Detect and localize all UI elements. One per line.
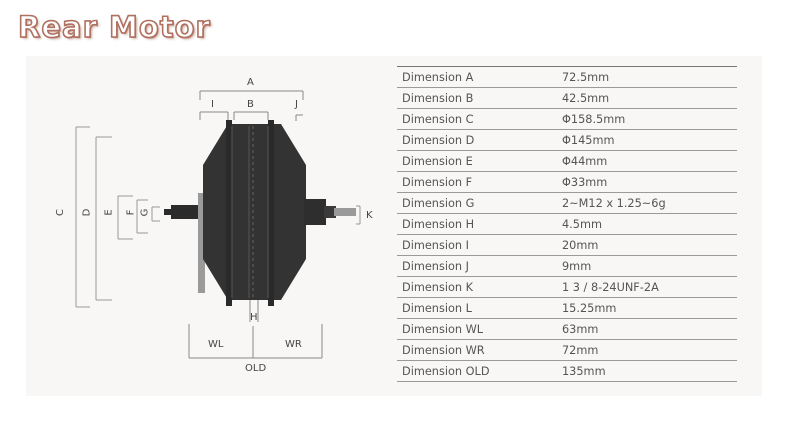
spec-value: 20mm	[557, 234, 737, 256]
label-K: K	[366, 210, 373, 221]
spec-label: Dimension I	[397, 234, 557, 256]
spec-label: Dimension G	[397, 192, 557, 214]
spec-value: 42.5mm	[557, 87, 737, 109]
label-H: H	[250, 312, 258, 323]
axle-right	[324, 206, 336, 218]
label-D: D	[81, 208, 93, 217]
spec-value: 63mm	[557, 318, 737, 340]
label-C: C	[54, 209, 66, 216]
hub-body	[203, 124, 306, 300]
spec-label: Dimension K	[397, 276, 557, 298]
spec-label: Dimension D	[397, 129, 557, 151]
spec-value: 72.5mm	[557, 66, 737, 88]
label-G: G	[139, 208, 151, 217]
label-WR: WR	[285, 339, 302, 350]
label-B: B	[247, 99, 254, 110]
spec-label: Dimension A	[397, 66, 557, 88]
axle-left	[171, 205, 201, 219]
spec-value: Φ145mm	[557, 129, 737, 151]
label-I: I	[211, 99, 214, 110]
spec-value: 135mm	[557, 360, 737, 382]
spec-label: Dimension OLD	[397, 360, 557, 382]
spec-value: 9mm	[557, 255, 737, 277]
page-title: Rear Motor	[17, 9, 211, 45]
spec-value: Φ158.5mm	[557, 108, 737, 130]
label-F: F	[125, 209, 137, 216]
spec-label: Dimension H	[397, 213, 557, 235]
spec-label: Dimension L	[397, 297, 557, 319]
spec-label: Dimension WL	[397, 318, 557, 340]
spec-value: 1 3 / 8-24UNF-2A	[557, 276, 737, 298]
label-WL: WL	[208, 339, 224, 350]
label-J: J	[295, 99, 298, 110]
label-A: A	[247, 77, 254, 88]
spec-label: Dimension C	[397, 108, 557, 130]
brake-disc	[198, 193, 205, 293]
spec-value: 15.25mm	[557, 297, 737, 319]
spec-value: 4.5mm	[557, 213, 737, 235]
spec-label: Dimension F	[397, 171, 557, 193]
spec-label: Dimension B	[397, 87, 557, 109]
spec-value: 2~M12 x 1.25~6g	[557, 192, 737, 214]
spec-value: Φ44mm	[557, 150, 737, 172]
spec-value: 72mm	[557, 339, 737, 361]
spec-label: Dimension E	[397, 150, 557, 172]
spec-value: Φ33mm	[557, 171, 737, 193]
spec-label: Dimension J	[397, 255, 557, 277]
label-OLD: OLD	[245, 363, 267, 374]
label-E: E	[103, 209, 115, 216]
spec-label: Dimension WR	[397, 339, 557, 361]
